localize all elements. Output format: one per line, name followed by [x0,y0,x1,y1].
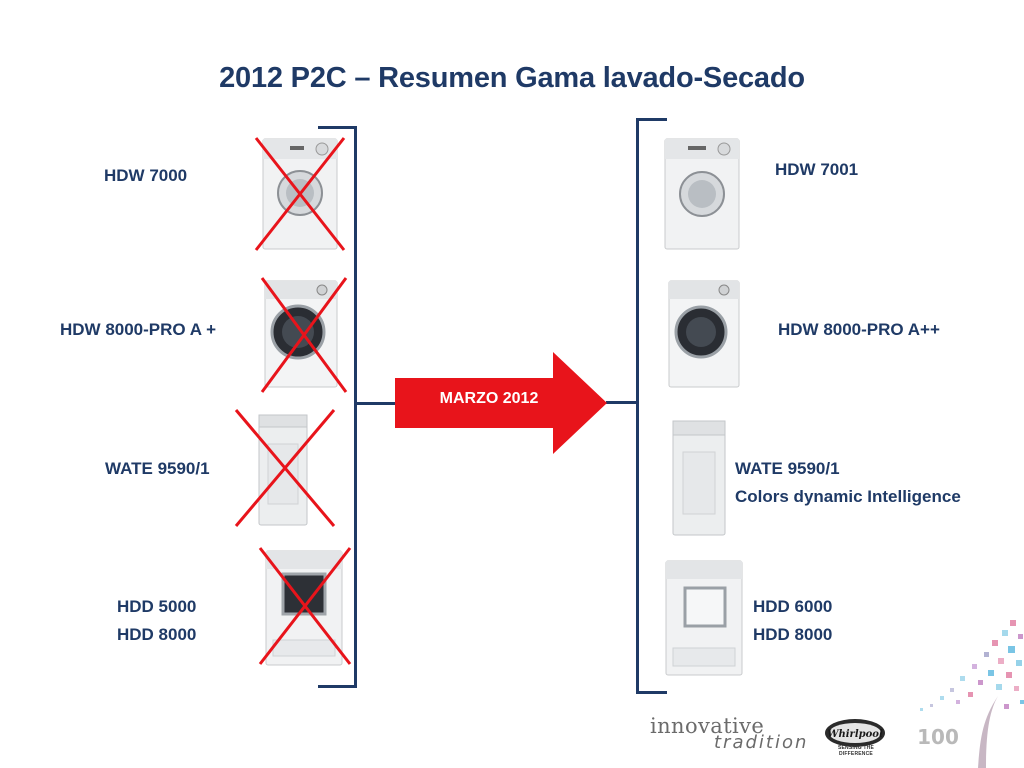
left-label-wate: WATE 9590/1 [105,455,210,483]
appliance-wate-image [258,414,308,526]
left-label-line: HDW 8000-PRO A + [60,320,217,339]
appliance-hdw7000-image [262,138,338,250]
brand-tradition: tradition [714,732,809,753]
whirlpool-logo: Whirlpool [825,719,885,747]
right-label-line: HDD 8000 [753,625,833,644]
left-label-hdd: HDD 5000 HDD 8000 [117,593,196,649]
left-label-line: WATE 9590/1 [105,459,210,478]
right-label-hdw8000: HDW 8000-PRO A++ [778,316,940,344]
left-label-line: HDD 8000 [117,625,197,644]
appliance-hdd-left-image [265,550,343,666]
right-label-wate: WATE 9590/1 Colors dynamic Intelligence [735,455,961,511]
left-label-line: HDW 7000 [104,166,188,185]
right-label-line: Colors dynamic Intelligence [735,487,961,506]
right-arrow-icon [395,352,607,454]
brand-innovative: innovative [650,714,765,738]
appliance-wate-colors-image [672,420,726,536]
page-title: 2012 P2C – Resumen Gama lavado-Secado [219,62,805,94]
left-connector-line [354,402,396,405]
right-label-line: HDW 8000-PRO A++ [778,320,940,339]
right-label-line: HDD 6000 [753,597,833,616]
left-label-hdw8000: HDW 8000-PRO A + [60,316,216,344]
appliance-hdw7001-image [664,138,740,250]
right-label-line: WATE 9590/1 [735,459,840,478]
whirlpool-tagline: SENSING THE DIFFERENCE [837,745,875,757]
anniversary-text: 100 [917,725,959,749]
anniversary-100-logo: 100 [917,725,959,749]
whirlpool-logo-text: Whirlpool [827,729,883,740]
left-label-line: HDD 5000 [117,597,197,616]
right-label-hdw7001: HDW 7001 [775,156,858,184]
appliance-hdd-right-image [665,560,743,676]
right-connector-line [606,401,638,404]
right-bracket [636,118,667,694]
right-label-hdd: HDD 6000 HDD 8000 [753,593,832,649]
left-label-hdw7000: HDW 7000 [104,162,187,190]
arrow-label: MARZO 2012 [439,390,539,407]
left-bracket [318,126,357,688]
appliance-hdw8000pro-image [668,280,740,388]
appliance-hdw8000-image [264,280,338,388]
right-label-line: HDW 7001 [775,160,859,179]
decorative-tree [920,620,1024,768]
